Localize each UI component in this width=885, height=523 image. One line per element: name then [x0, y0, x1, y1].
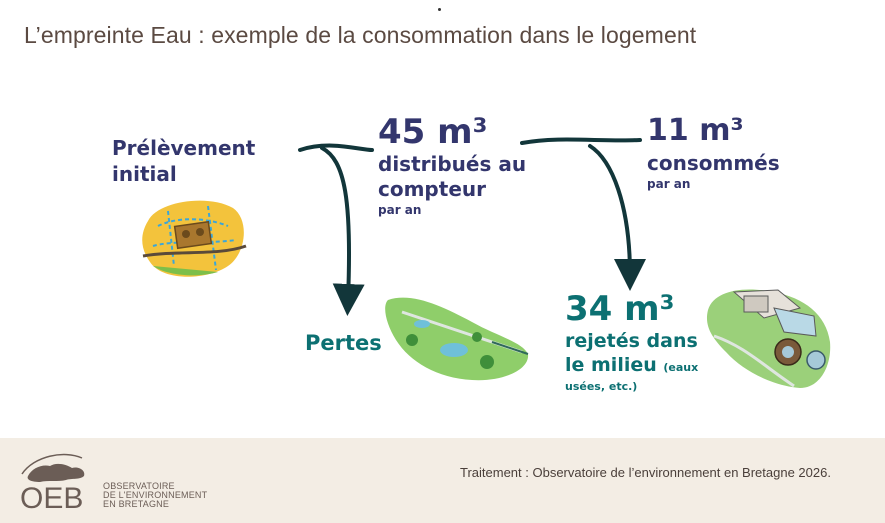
- branch-arrow-1: [298, 143, 374, 152]
- distribues-value: 45 m³: [378, 112, 488, 152]
- loss-arrow: [320, 146, 365, 316]
- node-distribues: 45 m³ distribués au compteur par an: [378, 112, 526, 218]
- distribues-line1: distribués au: [378, 152, 527, 176]
- node-pertes: Pertes: [305, 331, 382, 355]
- oeb-logo-icon: OEB: [20, 453, 85, 515]
- consommes-value: 11 m³: [647, 113, 744, 148]
- consommes-line1: consommés: [647, 151, 780, 175]
- prelevement-line2: initial: [112, 162, 177, 186]
- rejetes-value: 34 m³: [565, 289, 675, 329]
- org-line2: DE L'ENVIRONNEMENT: [103, 490, 208, 500]
- credit-text: Traitement : Observatoire de l’environne…: [460, 465, 831, 480]
- treatment-plant-illustration: [706, 289, 831, 388]
- flow-arrows: [298, 137, 646, 316]
- decorative-dot: [438, 8, 441, 11]
- rejetes-note2: usées, etc.): [565, 380, 638, 393]
- page-title: L’empreinte Eau : exemple de la consomma…: [24, 22, 697, 48]
- org-line3: EN BRETAGNE: [103, 499, 170, 509]
- footer-band: OEB OBSERVATOIRE DE L'ENVIRONNEMENT EN B…: [0, 438, 885, 523]
- logo-text: OEB: [20, 482, 83, 515]
- rejetes-line1: rejetés dans: [565, 330, 698, 352]
- prelevement-line1: Prélèvement: [112, 136, 256, 160]
- rejection-arrow: [588, 144, 646, 291]
- water-source-illustration: [142, 200, 247, 277]
- node-rejetes: 34 m³ rejetés dans le milieu (eaux usées…: [565, 289, 698, 394]
- org-line1: OBSERVATOIRE: [103, 481, 175, 491]
- distribues-line2: compteur: [378, 177, 486, 201]
- node-consommes: 11 m³ consommés par an: [647, 112, 780, 192]
- distribues-unit: par an: [378, 203, 422, 217]
- rejetes-line2-row: le milieu (eaux: [565, 353, 698, 380]
- rejetes-line2: le milieu: [565, 354, 657, 376]
- rejetes-note1: (eaux: [663, 361, 699, 374]
- node-prelevement: Prélèvement initial: [112, 135, 255, 187]
- branch-arrow-2: [520, 137, 642, 145]
- consommes-unit: par an: [647, 177, 691, 191]
- org-name: OBSERVATOIRE DE L'ENVIRONNEMENT EN BRETA…: [103, 482, 207, 509]
- losses-park-illustration: [385, 297, 529, 381]
